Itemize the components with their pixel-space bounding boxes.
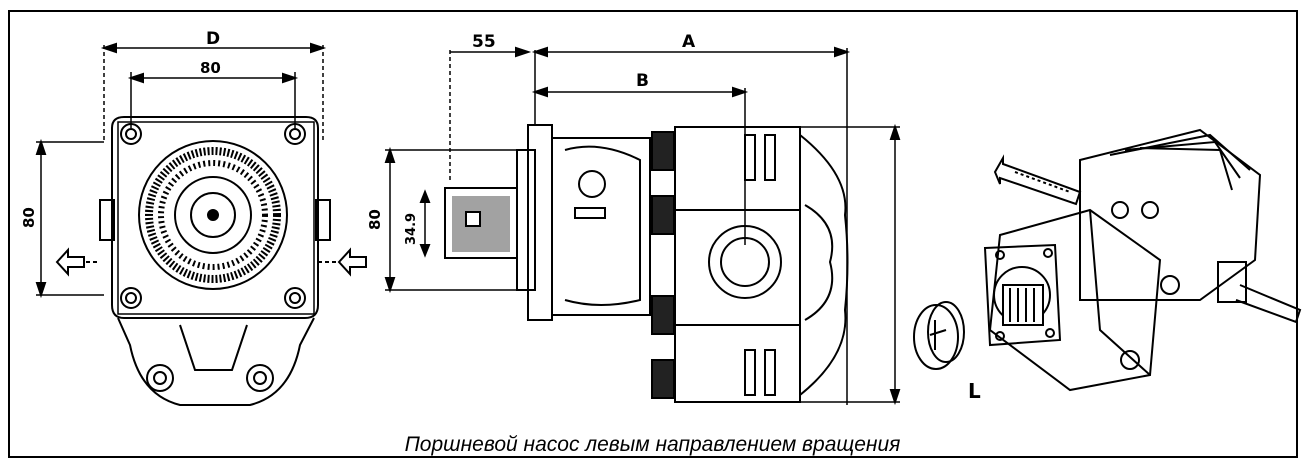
rotation-label-l: L — [968, 379, 981, 403]
dim-80-shaft-label: 80 — [366, 209, 384, 230]
drawing-border — [8, 10, 1298, 458]
side-view — [384, 46, 901, 406]
dim-d-label: D — [206, 29, 220, 49]
isometric-view — [913, 128, 1302, 392]
figure-caption: Поршневой насос левым направлением враще… — [404, 433, 901, 456]
dim-55-label: 55 — [472, 32, 496, 52]
dim-34-9-label: 34.9 — [404, 213, 419, 245]
front-view — [35, 42, 367, 406]
dim-a-label: A — [682, 32, 696, 52]
dim-80-inner-label: 80 — [200, 59, 221, 77]
dim-b-label: B — [636, 71, 649, 91]
dim-80-vertical-label: 80 — [20, 207, 38, 228]
